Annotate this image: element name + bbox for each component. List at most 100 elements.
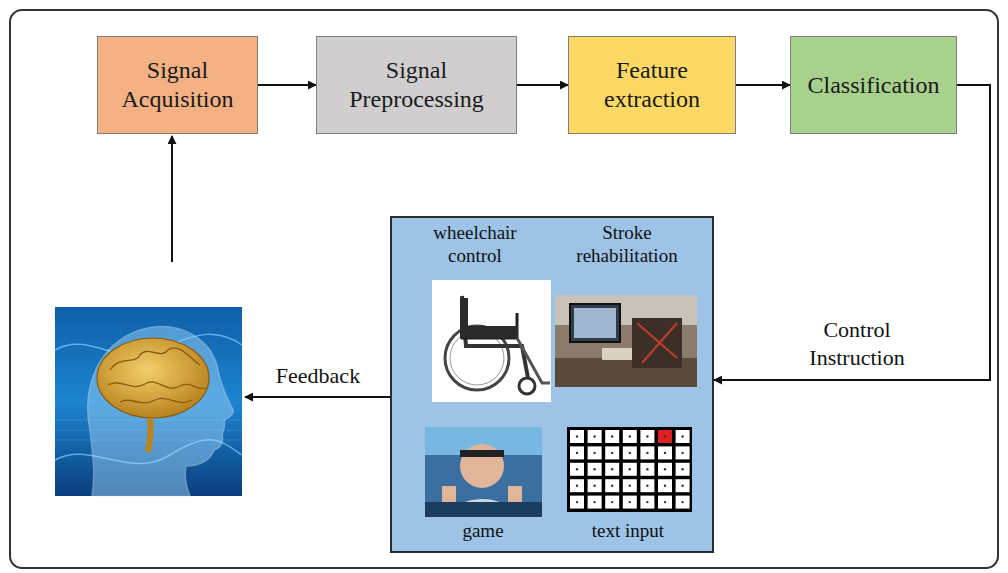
illustration-part xyxy=(570,496,584,509)
acquisition-arrow xyxy=(171,136,173,262)
arrow-label: Feedback xyxy=(258,362,378,390)
illustration-part xyxy=(629,485,631,487)
illustration-part xyxy=(462,298,517,338)
illustration-part xyxy=(460,444,504,488)
process-box: Feature extraction xyxy=(568,36,736,134)
illustration-part xyxy=(588,430,602,443)
illustration-part xyxy=(681,485,683,487)
edge-label: Control Instruction xyxy=(790,316,924,371)
illustration-part xyxy=(664,468,666,470)
illustration-part xyxy=(611,435,613,437)
illustration-part xyxy=(640,446,654,459)
illustration-part xyxy=(517,338,550,383)
box-label: Signal Acquisition xyxy=(106,56,249,114)
illustration-part xyxy=(623,446,637,459)
speller-grid xyxy=(567,427,692,512)
illustration-part xyxy=(629,452,631,454)
illustration-part xyxy=(611,501,613,503)
illustration-part xyxy=(664,435,666,437)
illustration-part xyxy=(148,418,151,452)
illustration-part xyxy=(555,295,697,387)
illustration-part xyxy=(646,452,648,454)
picture-caption: wheelchair control xyxy=(413,222,537,268)
illustration-part xyxy=(570,304,620,342)
illustration-part xyxy=(676,430,690,443)
illustration-part xyxy=(576,485,578,487)
illustration-part xyxy=(425,427,542,517)
picture-caption: text input xyxy=(560,520,696,543)
illustration-part xyxy=(576,468,578,470)
illustration-part xyxy=(460,298,468,338)
illustration-part xyxy=(664,485,666,487)
illustration-part xyxy=(602,348,632,360)
illustration-part xyxy=(676,496,690,509)
illustration-part xyxy=(466,326,518,338)
illustration-part xyxy=(611,485,613,487)
illustration-part xyxy=(629,435,631,437)
illustration-part xyxy=(570,430,584,443)
illustration-part xyxy=(593,501,595,503)
illustration-part xyxy=(658,463,672,476)
illustration-part xyxy=(623,496,637,509)
illustration-part xyxy=(570,446,584,459)
illustration-part xyxy=(658,496,672,509)
illustration-part xyxy=(646,485,648,487)
illustration-part xyxy=(576,501,578,503)
illustration-part xyxy=(676,479,690,492)
illustration-part xyxy=(588,496,602,509)
flow-arrow xyxy=(517,84,568,86)
application-panel: wheelchair control Stroke rehabilitation g… xyxy=(390,216,714,553)
illustration-part xyxy=(664,452,666,454)
illustration-part xyxy=(519,378,535,394)
illustration-part xyxy=(646,468,648,470)
illustration-part xyxy=(611,452,613,454)
feedback-arrow xyxy=(245,396,390,398)
illustration-part xyxy=(640,430,654,443)
illustration-part xyxy=(567,427,692,512)
illustration-part xyxy=(570,463,584,476)
rehabilitation-photo xyxy=(555,295,697,387)
illustration-part xyxy=(576,452,578,454)
illustration-part xyxy=(576,435,578,437)
illustration-part xyxy=(629,501,631,503)
illustration-part xyxy=(623,463,637,476)
process-box: Signal Acquisition xyxy=(97,36,258,134)
illustration-part xyxy=(658,430,672,443)
illustration-part xyxy=(108,348,206,403)
illustration-part xyxy=(574,308,616,338)
illustration-part xyxy=(605,479,619,492)
illustration-part xyxy=(593,485,595,487)
outer-frame xyxy=(10,10,998,568)
illustration-part xyxy=(640,496,654,509)
brain-illustration xyxy=(55,307,242,496)
illustration-part xyxy=(646,501,648,503)
illustration-part xyxy=(593,452,595,454)
game-photo xyxy=(425,427,542,517)
illustration-part xyxy=(588,463,602,476)
illustration-part xyxy=(664,501,666,503)
illustration-part xyxy=(605,496,619,509)
application-pictures xyxy=(392,218,712,551)
illustration-part xyxy=(623,479,637,492)
box-label: Feature extraction xyxy=(577,56,727,114)
illustration-part xyxy=(55,307,242,496)
flow-arrow xyxy=(736,84,790,86)
illustration-part xyxy=(632,318,682,368)
illustration-part xyxy=(640,479,654,492)
wheelchair-picture xyxy=(432,280,551,402)
illustration-part xyxy=(623,430,637,443)
illustration-part xyxy=(681,468,683,470)
flow-arrow xyxy=(258,84,316,86)
illustration-part xyxy=(640,463,654,476)
illustration-part xyxy=(460,450,504,457)
illustration-part xyxy=(570,479,584,492)
illustration-part xyxy=(88,327,233,496)
illustration-part xyxy=(658,446,672,459)
picture-caption: game xyxy=(432,520,534,543)
illustration-part xyxy=(605,446,619,459)
process-box: Classification xyxy=(790,36,957,134)
picture-caption: Stroke rehabilitation xyxy=(552,222,702,268)
illustration-part xyxy=(681,452,683,454)
illustration-part xyxy=(676,463,690,476)
